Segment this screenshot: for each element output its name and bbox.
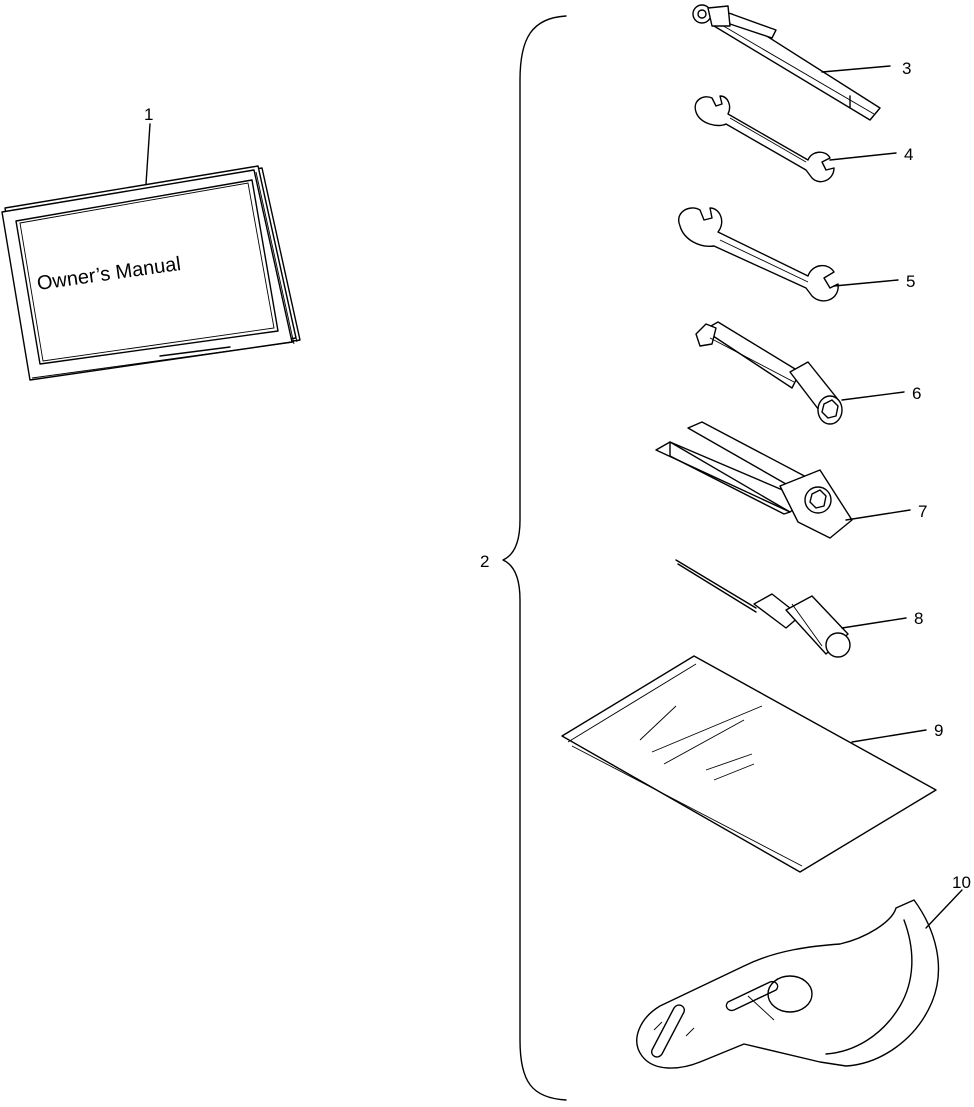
- callout-1: 1: [144, 105, 153, 124]
- callout-6: 6: [912, 384, 921, 403]
- leader-5: [833, 279, 899, 287]
- owners-manual: Owner’s Manual: [1, 165, 301, 381]
- spanner-wrench: [636, 899, 940, 1069]
- callout-2: 2: [480, 552, 489, 571]
- leader-10: [925, 889, 963, 929]
- leader-4: [829, 152, 897, 161]
- callout-4: 4: [904, 145, 913, 164]
- leader-3: [821, 65, 891, 73]
- callout-7: 7: [918, 502, 927, 521]
- leader-6: [841, 391, 905, 401]
- leader-9: [851, 729, 927, 743]
- leader-8: [841, 617, 907, 629]
- callout-10: 10: [952, 873, 971, 892]
- callout-8: 8: [914, 609, 923, 628]
- callout-3: 3: [902, 59, 911, 78]
- bracket-wrench: [655, 421, 853, 539]
- callout-5: 5: [906, 272, 915, 291]
- callout-9: 9: [934, 721, 943, 740]
- tool-pouch: [561, 655, 937, 873]
- large-wrench: [678, 207, 839, 302]
- leader-7: [845, 509, 911, 521]
- socket-wrench: [695, 321, 843, 425]
- tool-kit-brace: [502, 15, 567, 1101]
- spark-plug-tool: [692, 4, 881, 121]
- small-wrench: [694, 95, 835, 183]
- screwdriver: [675, 559, 851, 658]
- leader-1: [145, 123, 151, 185]
